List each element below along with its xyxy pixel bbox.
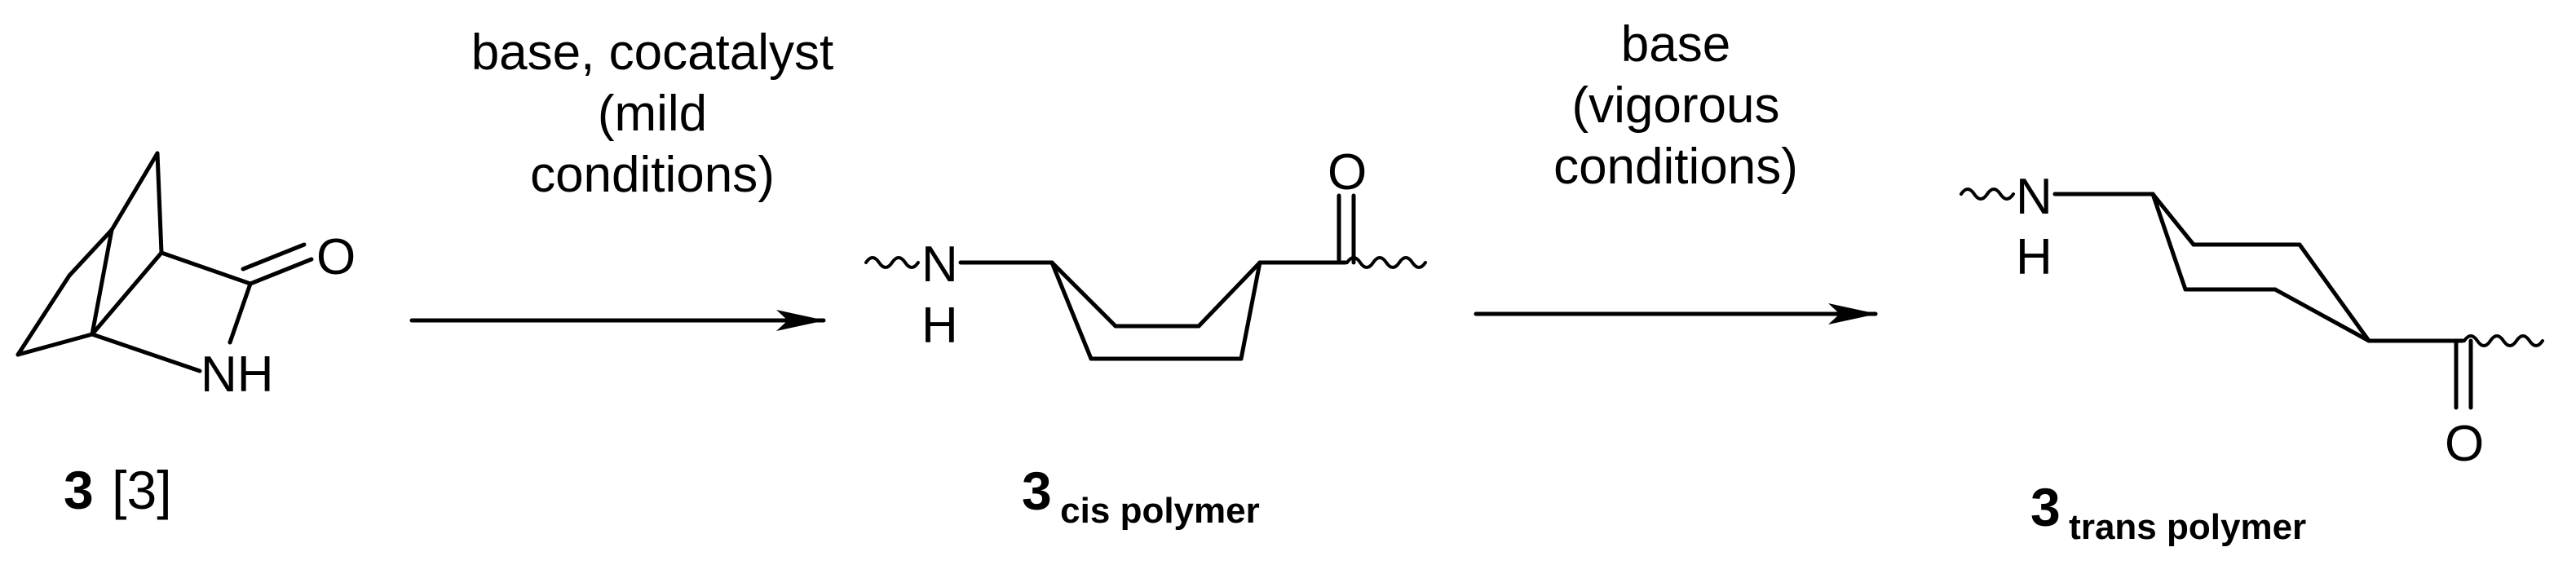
monomer-label: 3 [3] bbox=[64, 460, 172, 520]
step2-condition-line-3: conditions) bbox=[1553, 139, 1798, 195]
trans-polymer-label: 3 trans polymer bbox=[2030, 477, 2306, 547]
monomer-oxygen-atom: O bbox=[316, 229, 356, 285]
trans-polymer-label-number: 3 bbox=[2030, 477, 2061, 537]
step1-condition-line-2: (mild bbox=[598, 86, 707, 142]
step2-condition-line-1: base bbox=[1621, 16, 1730, 73]
trans-n-atom: N bbox=[2016, 169, 2052, 225]
trans-h-atom: H bbox=[2016, 229, 2052, 285]
step1-condition-line-3: conditions) bbox=[530, 147, 775, 203]
monomer-label-ref: [3] bbox=[112, 460, 171, 520]
step1-condition-line-1: base, cocatalyst bbox=[471, 24, 834, 81]
monomer-label-number: 3 bbox=[64, 460, 94, 520]
cis-h-atom: H bbox=[921, 298, 958, 354]
cis-polymer-label-subscript: cis polymer bbox=[1060, 491, 1260, 531]
monomer-structure bbox=[15, 151, 314, 373]
monomer-nh-atom: NH bbox=[201, 347, 274, 403]
trans-polymer-structure: N H bbox=[1960, 169, 2544, 410]
cis-polymer-label: 3 cis polymer bbox=[1022, 461, 1260, 531]
cis-polymer-label-number: 3 bbox=[1022, 461, 1052, 521]
trans-oxygen-atom: O bbox=[2445, 416, 2484, 472]
cis-oxygen-atom: O bbox=[1328, 144, 1367, 201]
step2-condition-line-2: (vigorous bbox=[1572, 77, 1780, 134]
cis-n-atom: N bbox=[921, 236, 958, 293]
trans-polymer-label-subscript: trans polymer bbox=[2069, 507, 2306, 547]
cis-polymer-structure: N H bbox=[864, 193, 1427, 361]
